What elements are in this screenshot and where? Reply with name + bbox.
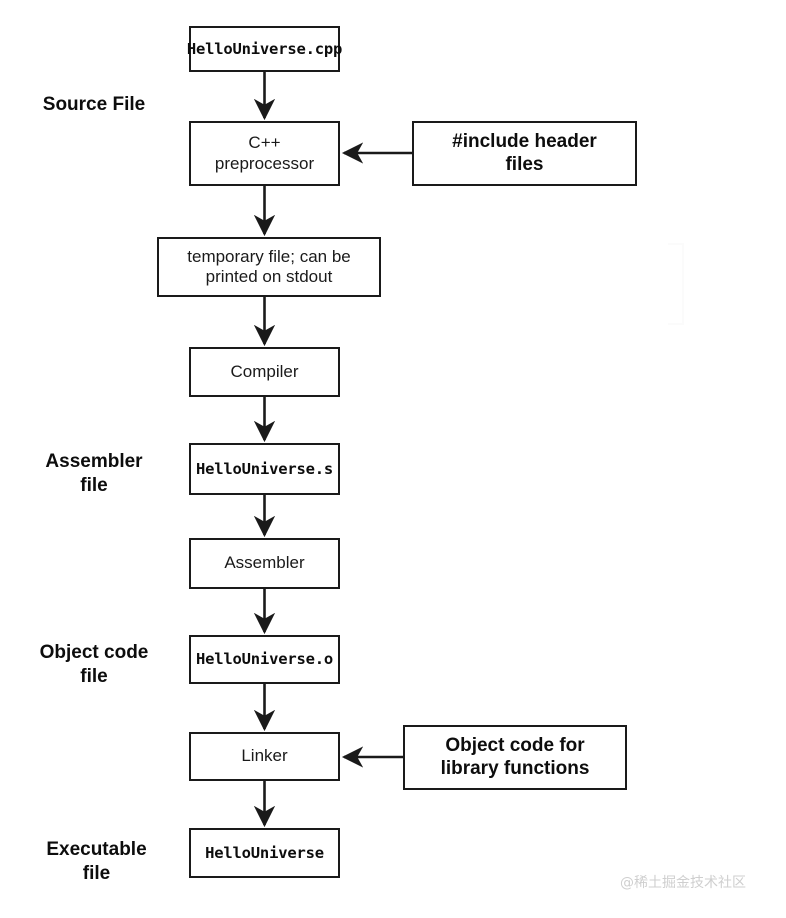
node-executable[interactable]: HelloUniverse	[189, 828, 340, 878]
node-library-object-code[interactable]: Object code for library functions	[403, 725, 627, 790]
stage-label-assembler-file: Assembler file	[45, 451, 143, 497]
node-preprocessor[interactable]: C++ preprocessor	[189, 121, 340, 186]
node-assembly-file[interactable]: HelloUniverse.s	[189, 443, 340, 495]
stage-label-executable-file: Executable file	[46, 839, 147, 885]
node-source-cpp[interactable]: HelloUniverse.cpp	[187, 26, 342, 72]
node-compiler[interactable]: Compiler	[189, 347, 340, 397]
stage-label-object-code-file: Object code file	[39, 642, 149, 688]
node-object-file[interactable]: HelloUniverse.o	[189, 635, 340, 684]
node-include-headers[interactable]: #include header files	[412, 121, 637, 186]
background-artifact	[668, 243, 684, 325]
node-temporary-file[interactable]: temporary file; can be printed on stdout	[157, 237, 381, 297]
watermark-text: @稀土掘金技术社区	[620, 875, 746, 891]
stage-label-source-file: Source File	[42, 94, 146, 115]
node-assembler[interactable]: Assembler	[189, 538, 340, 589]
node-linker[interactable]: Linker	[189, 732, 340, 781]
